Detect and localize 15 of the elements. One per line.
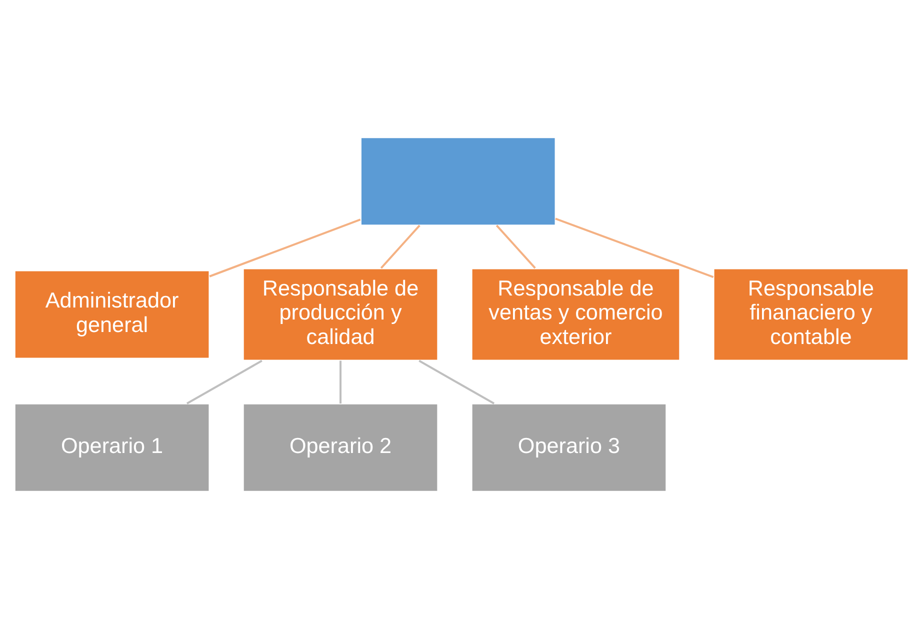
connector bbox=[495, 224, 536, 268]
node-box: Operario 3 bbox=[470, 402, 666, 492]
connector bbox=[380, 224, 420, 268]
connector bbox=[186, 359, 262, 404]
node-box: Administrador general bbox=[14, 269, 210, 359]
node-box: Responsable de ventas y comercio exterior bbox=[470, 267, 680, 361]
connector bbox=[554, 217, 714, 278]
node-box: Responsable finanaciero y contable bbox=[712, 267, 908, 361]
node-box bbox=[360, 136, 556, 226]
connector bbox=[339, 360, 342, 404]
node-box: Operario 1 bbox=[14, 402, 210, 492]
node-box: Operario 2 bbox=[242, 402, 438, 492]
connector bbox=[418, 359, 494, 404]
connector bbox=[208, 218, 360, 277]
node-box: Responsable de producción y calidad bbox=[242, 267, 438, 361]
